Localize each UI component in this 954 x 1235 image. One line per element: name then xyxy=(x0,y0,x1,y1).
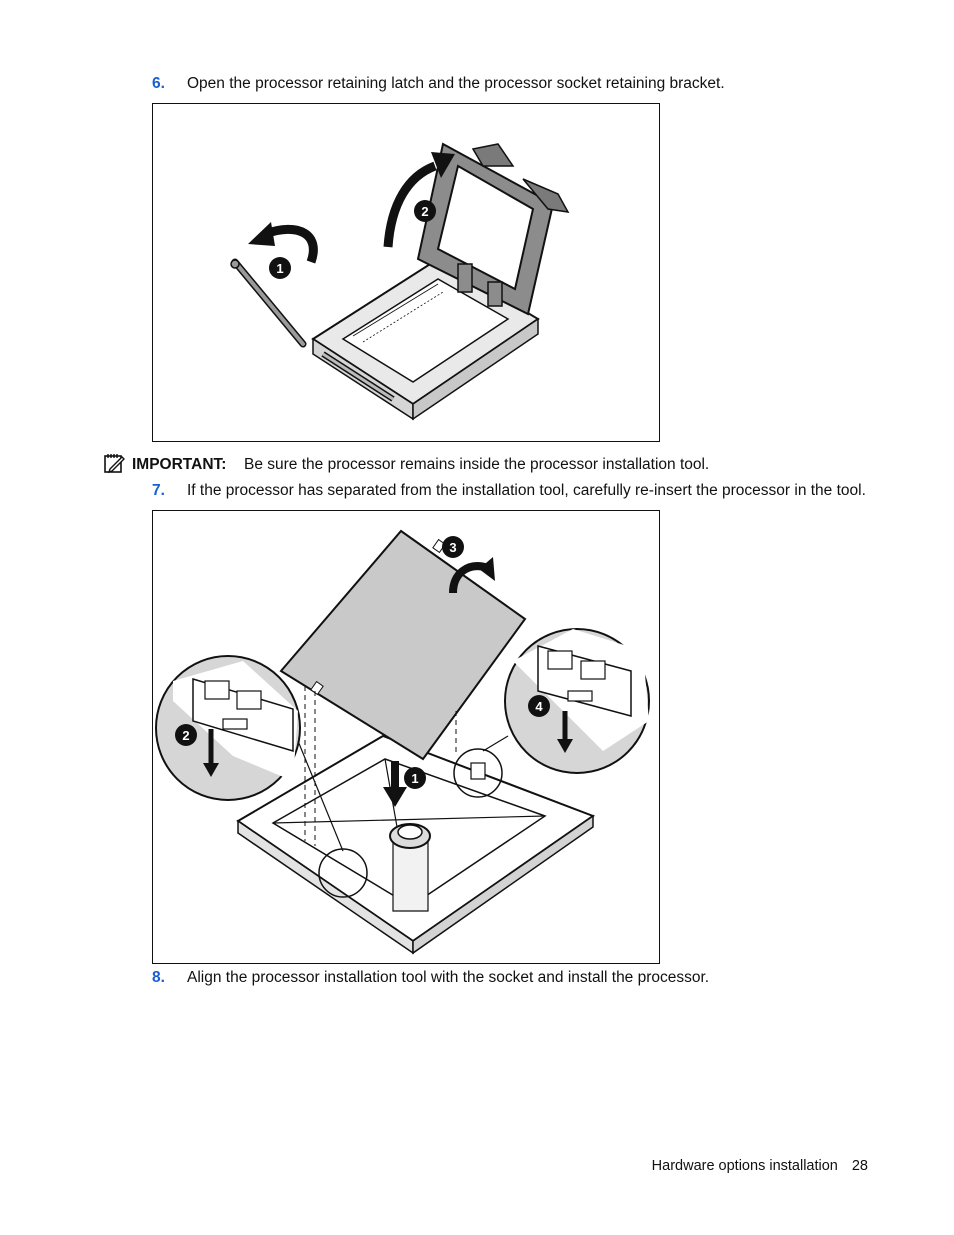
step-text: Open the processor retaining latch and t… xyxy=(187,75,725,92)
callout-1: 1 xyxy=(269,257,291,279)
svg-text:1: 1 xyxy=(276,261,283,276)
callout-1: 1 xyxy=(404,767,426,789)
callout-2: 2 xyxy=(414,200,436,222)
page-footer: Hardware options installation 28 xyxy=(652,1158,868,1174)
svg-text:3: 3 xyxy=(449,540,456,555)
step-number: 6. xyxy=(152,75,165,92)
svg-text:2: 2 xyxy=(421,204,428,219)
figure-open-latch-bracket: 1 2 xyxy=(152,103,660,442)
svg-text:1: 1 xyxy=(411,771,418,786)
important-text: Be sure the processor remains inside the… xyxy=(244,456,710,473)
page-number: 28 xyxy=(851,1158,868,1174)
important-note-icon xyxy=(104,454,125,474)
svg-text:2: 2 xyxy=(182,728,189,743)
svg-text:4: 4 xyxy=(535,699,543,714)
step-text: If the processor has separated from the … xyxy=(187,482,866,499)
important-label: IMPORTANT: xyxy=(132,456,227,473)
footer-section: Hardware options installation xyxy=(651,1158,838,1174)
detail-left: 2 xyxy=(155,655,301,801)
socket-latch-illustration: 1 2 xyxy=(230,142,570,421)
figure-reinsert-processor: 2 4 1 3 xyxy=(152,510,660,964)
step-number: 7. xyxy=(152,482,165,499)
step-text: Align the processor installation tool wi… xyxy=(187,969,710,986)
detail-right: 4 xyxy=(504,628,650,774)
callout-3: 3 xyxy=(442,536,464,558)
step-number: 8. xyxy=(152,969,165,986)
installation-tool-illustration: 2 4 1 3 xyxy=(155,529,650,955)
